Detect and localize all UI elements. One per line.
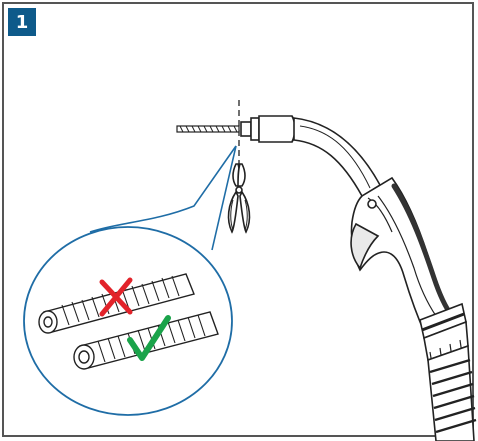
callout-bubble — [23, 145, 237, 416]
cross-icon — [99, 277, 133, 317]
wire-cutter-icon — [227, 163, 251, 234]
step-number-badge: 1 — [8, 8, 36, 36]
welding-torch-icon — [240, 115, 477, 441]
check-icon — [127, 315, 171, 361]
welding-wire — [176, 125, 240, 133]
